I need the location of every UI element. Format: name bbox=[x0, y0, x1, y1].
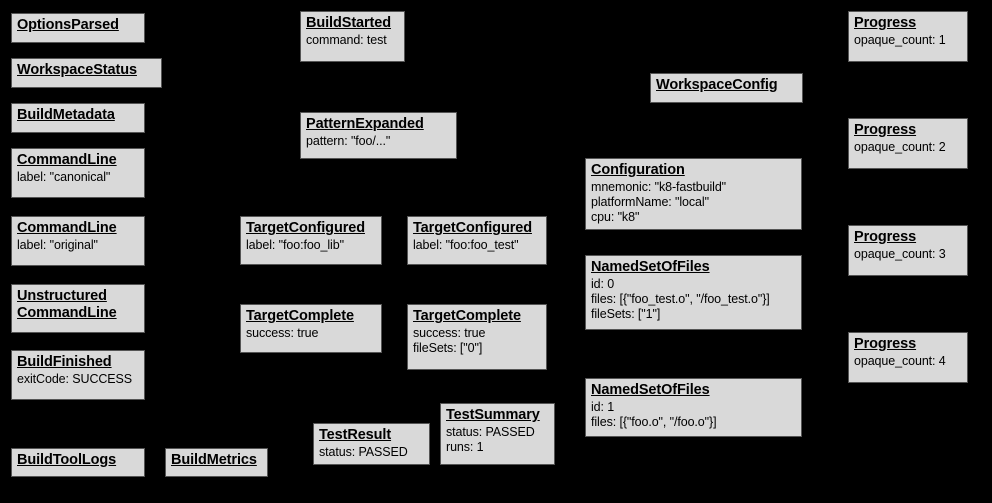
node-progress-1[interactable]: Progress opaque_count: 1 bbox=[848, 11, 968, 62]
node-target-configured-foo-test[interactable]: TargetConfigured label: "foo:foo_test" bbox=[407, 216, 547, 265]
node-build-started[interactable]: BuildStarted command: test bbox=[300, 11, 405, 62]
node-field: opaque_count: 3 bbox=[854, 247, 946, 262]
node-test-result[interactable]: TestResult status: PASSED bbox=[313, 423, 430, 465]
node-title: OptionsParsed bbox=[17, 17, 119, 33]
node-title: TargetComplete bbox=[246, 308, 354, 324]
node-field: fileSets: ["1"] bbox=[591, 306, 661, 321]
node-field: status: PASSED bbox=[446, 425, 535, 440]
node-fields: opaque_count: 1 bbox=[854, 33, 962, 48]
node-title: Progress bbox=[854, 229, 917, 245]
node-title: TargetConfigured bbox=[413, 220, 532, 236]
node-field: opaque_count: 2 bbox=[854, 140, 946, 155]
node-title: BuildFinished bbox=[17, 354, 112, 370]
node-title: CommandLine bbox=[17, 152, 117, 168]
node-title: TargetConfigured bbox=[246, 220, 365, 236]
node-title: BuildStarted bbox=[306, 15, 392, 31]
node-field: success: true bbox=[246, 326, 319, 341]
node-build-tool-logs[interactable]: BuildToolLogs bbox=[11, 448, 145, 477]
node-title: NamedSetOfFiles bbox=[591, 382, 710, 398]
node-command-line-original[interactable]: CommandLine label: "original" bbox=[11, 216, 145, 266]
node-fields: label: "foo:foo_test" bbox=[413, 238, 541, 253]
node-title: PatternExpanded bbox=[306, 116, 424, 132]
node-fields: mnemonic: "k8-fastbuild"platformName: "l… bbox=[591, 180, 796, 224]
node-field: label: "foo:foo_test" bbox=[413, 238, 519, 253]
node-field: id: 0 bbox=[591, 277, 615, 292]
node-field: runs: 1 bbox=[446, 439, 484, 454]
node-pattern-expanded[interactable]: PatternExpanded pattern: "foo/..." bbox=[300, 112, 457, 159]
node-field: status: PASSED bbox=[319, 445, 408, 460]
node-title: TestSummary bbox=[446, 407, 540, 423]
node-field: opaque_count: 4 bbox=[854, 354, 946, 369]
node-field: platformName: "local" bbox=[591, 194, 709, 209]
node-build-finished[interactable]: BuildFinished exitCode: SUCCESS bbox=[11, 350, 145, 400]
node-field: success: true bbox=[413, 326, 486, 341]
node-field: files: [{"foo_test.o", "/foo_test.o"}] bbox=[591, 291, 770, 306]
node-fields: pattern: "foo/..." bbox=[306, 134, 451, 149]
node-build-metadata[interactable]: BuildMetadata bbox=[11, 103, 145, 133]
node-title: NamedSetOfFiles bbox=[591, 259, 710, 275]
node-field: cpu: "k8" bbox=[591, 209, 640, 224]
node-unstructured-command-line[interactable]: Unstructured CommandLine bbox=[11, 284, 145, 333]
node-fields: status: PASSED bbox=[319, 445, 424, 460]
node-fields: success: true bbox=[246, 326, 376, 341]
node-target-configured-foo-lib[interactable]: TargetConfigured label: "foo:foo_lib" bbox=[240, 216, 382, 265]
node-fields: opaque_count: 3 bbox=[854, 247, 962, 262]
node-fields: exitCode: SUCCESS bbox=[17, 372, 139, 387]
node-command-line-canonical[interactable]: CommandLine label: "canonical" bbox=[11, 148, 145, 198]
node-fields: label: "foo:foo_lib" bbox=[246, 238, 376, 253]
node-target-complete-foo-lib[interactable]: TargetComplete success: true bbox=[240, 304, 382, 353]
node-progress-2[interactable]: Progress opaque_count: 2 bbox=[848, 118, 968, 169]
node-title: BuildToolLogs bbox=[17, 452, 117, 468]
node-field: pattern: "foo/..." bbox=[306, 134, 391, 149]
node-fields: opaque_count: 4 bbox=[854, 354, 962, 369]
node-options-parsed[interactable]: OptionsParsed bbox=[11, 13, 145, 43]
node-field: fileSets: ["0"] bbox=[413, 340, 483, 355]
node-fields: opaque_count: 2 bbox=[854, 140, 962, 155]
node-field: mnemonic: "k8-fastbuild" bbox=[591, 180, 727, 195]
node-field: files: [{"foo.o", "/foo.o"}] bbox=[591, 414, 717, 429]
node-title: WorkspaceConfig bbox=[656, 77, 778, 93]
node-title: TestResult bbox=[319, 427, 392, 443]
node-workspace-config[interactable]: WorkspaceConfig bbox=[650, 73, 803, 103]
node-title: Configuration bbox=[591, 162, 685, 178]
node-field: command: test bbox=[306, 33, 387, 48]
node-progress-4[interactable]: Progress opaque_count: 4 bbox=[848, 332, 968, 383]
node-configuration[interactable]: Configuration mnemonic: "k8-fastbuild"pla… bbox=[585, 158, 802, 230]
node-title: Progress bbox=[854, 336, 917, 352]
node-build-metrics[interactable]: BuildMetrics bbox=[165, 448, 268, 477]
node-title: WorkspaceStatus bbox=[17, 62, 137, 78]
node-field: exitCode: SUCCESS bbox=[17, 372, 133, 387]
node-fields: command: test bbox=[306, 33, 399, 48]
node-field: opaque_count: 1 bbox=[854, 33, 946, 48]
node-fields: label: "original" bbox=[17, 238, 139, 253]
node-title: CommandLine bbox=[17, 220, 117, 236]
node-field: label: "original" bbox=[17, 238, 98, 253]
node-title: BuildMetrics bbox=[171, 452, 257, 468]
node-progress-3[interactable]: Progress opaque_count: 3 bbox=[848, 225, 968, 276]
node-title: Unstructured CommandLine bbox=[17, 288, 117, 322]
node-field: label: "foo:foo_lib" bbox=[246, 238, 344, 253]
node-title: Progress bbox=[854, 122, 917, 138]
node-title: BuildMetadata bbox=[17, 107, 115, 123]
node-workspace-status[interactable]: WorkspaceStatus bbox=[11, 58, 162, 88]
node-title: TargetComplete bbox=[413, 308, 521, 324]
node-title: Progress bbox=[854, 15, 917, 31]
node-field: id: 1 bbox=[591, 400, 615, 415]
node-fields: label: "canonical" bbox=[17, 170, 139, 185]
node-field: label: "canonical" bbox=[17, 170, 111, 185]
